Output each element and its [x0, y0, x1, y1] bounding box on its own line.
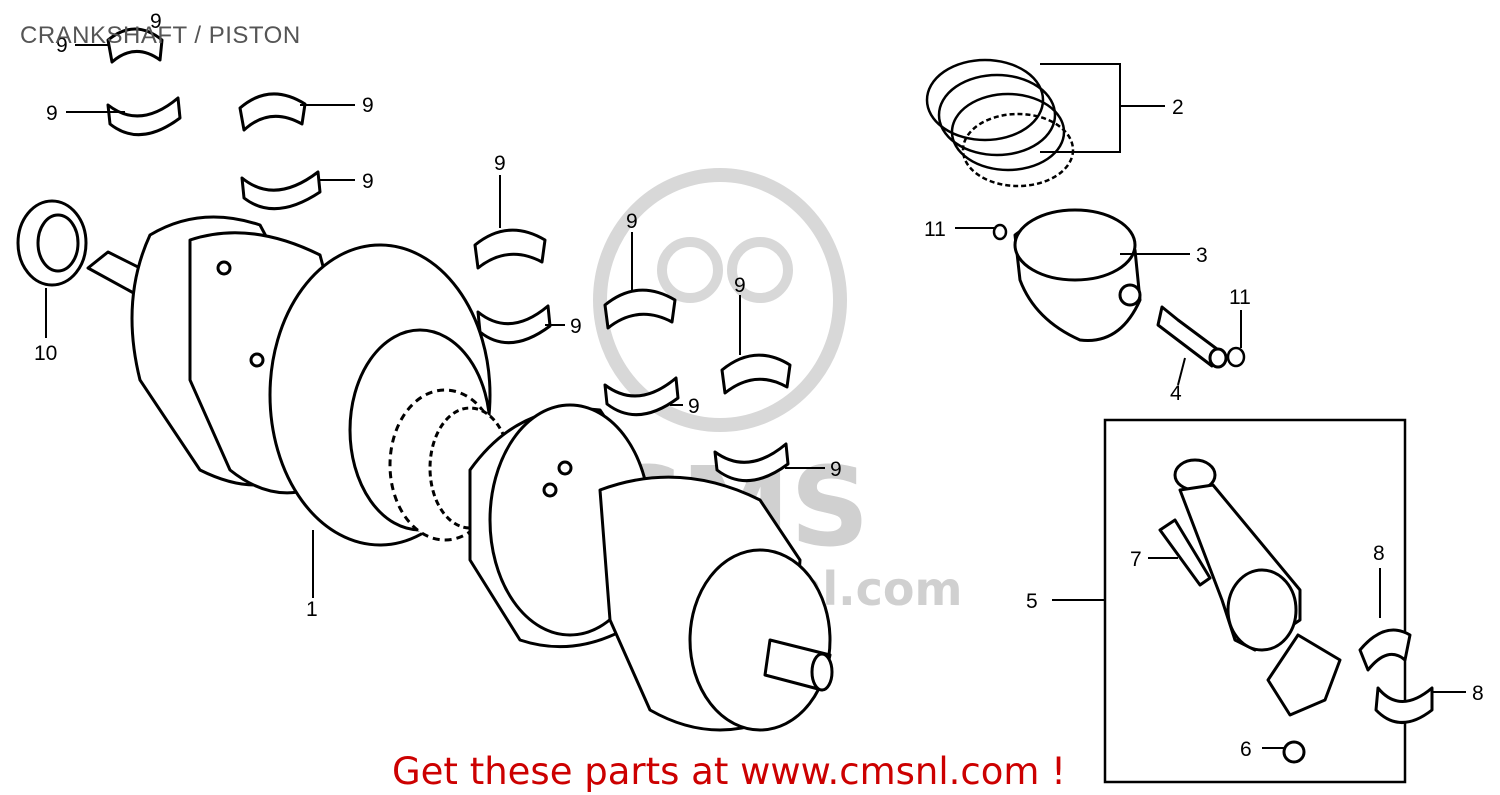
- piston-pin-clips: [992, 223, 1246, 368]
- callout-4: 4: [1170, 382, 1182, 405]
- main-bearings: [106, 27, 792, 483]
- callout-9-j: 9: [830, 458, 842, 481]
- conrod-bearings: [1358, 628, 1434, 724]
- callout-9-g: 9: [626, 210, 638, 233]
- callout-6: 6: [1240, 738, 1252, 761]
- callout-8-lower: 8: [1472, 682, 1484, 705]
- diagram-title: CRANKSHAFT / PISTON: [20, 22, 301, 49]
- callout-9-c: 9: [362, 94, 374, 117]
- callout-5: 5: [1026, 590, 1038, 613]
- piston-pin: [1156, 305, 1228, 369]
- callout-9-f: 9: [570, 315, 582, 338]
- callout-11-left: 11: [924, 218, 946, 241]
- oil-seal: [16, 199, 88, 287]
- crankshaft: [86, 215, 834, 732]
- callout-9-a: 9: [56, 34, 68, 57]
- callout-7: 7: [1130, 548, 1142, 571]
- footer-link-text[interactable]: Get these parts at www.cmsnl.com !: [392, 750, 1067, 793]
- callout-10: 10: [34, 342, 57, 365]
- callout-2: 2: [1172, 96, 1184, 119]
- callout-9-i: 9: [734, 274, 746, 297]
- callout-9-d: 9: [362, 170, 374, 193]
- leader-lines: [45, 44, 1466, 749]
- callout-3: 3: [1196, 244, 1208, 267]
- callout-11-right: 11: [1229, 286, 1251, 309]
- callout-labels: 1 2 3 4 5 6 7 8 8 9 9 9 9 9 9 9 9 9 9 9 …: [34, 10, 1484, 761]
- piston: [1013, 208, 1142, 342]
- callout-9-k: 9: [150, 10, 162, 33]
- piston-rings: [925, 58, 1075, 188]
- callout-9-b: 9: [46, 102, 58, 125]
- callout-9-h: 9: [688, 395, 700, 418]
- callout-9-e: 9: [494, 152, 506, 175]
- callout-8-upper: 8: [1373, 542, 1385, 565]
- connecting-rod: [1158, 458, 1342, 764]
- callout-1: 1: [306, 598, 318, 621]
